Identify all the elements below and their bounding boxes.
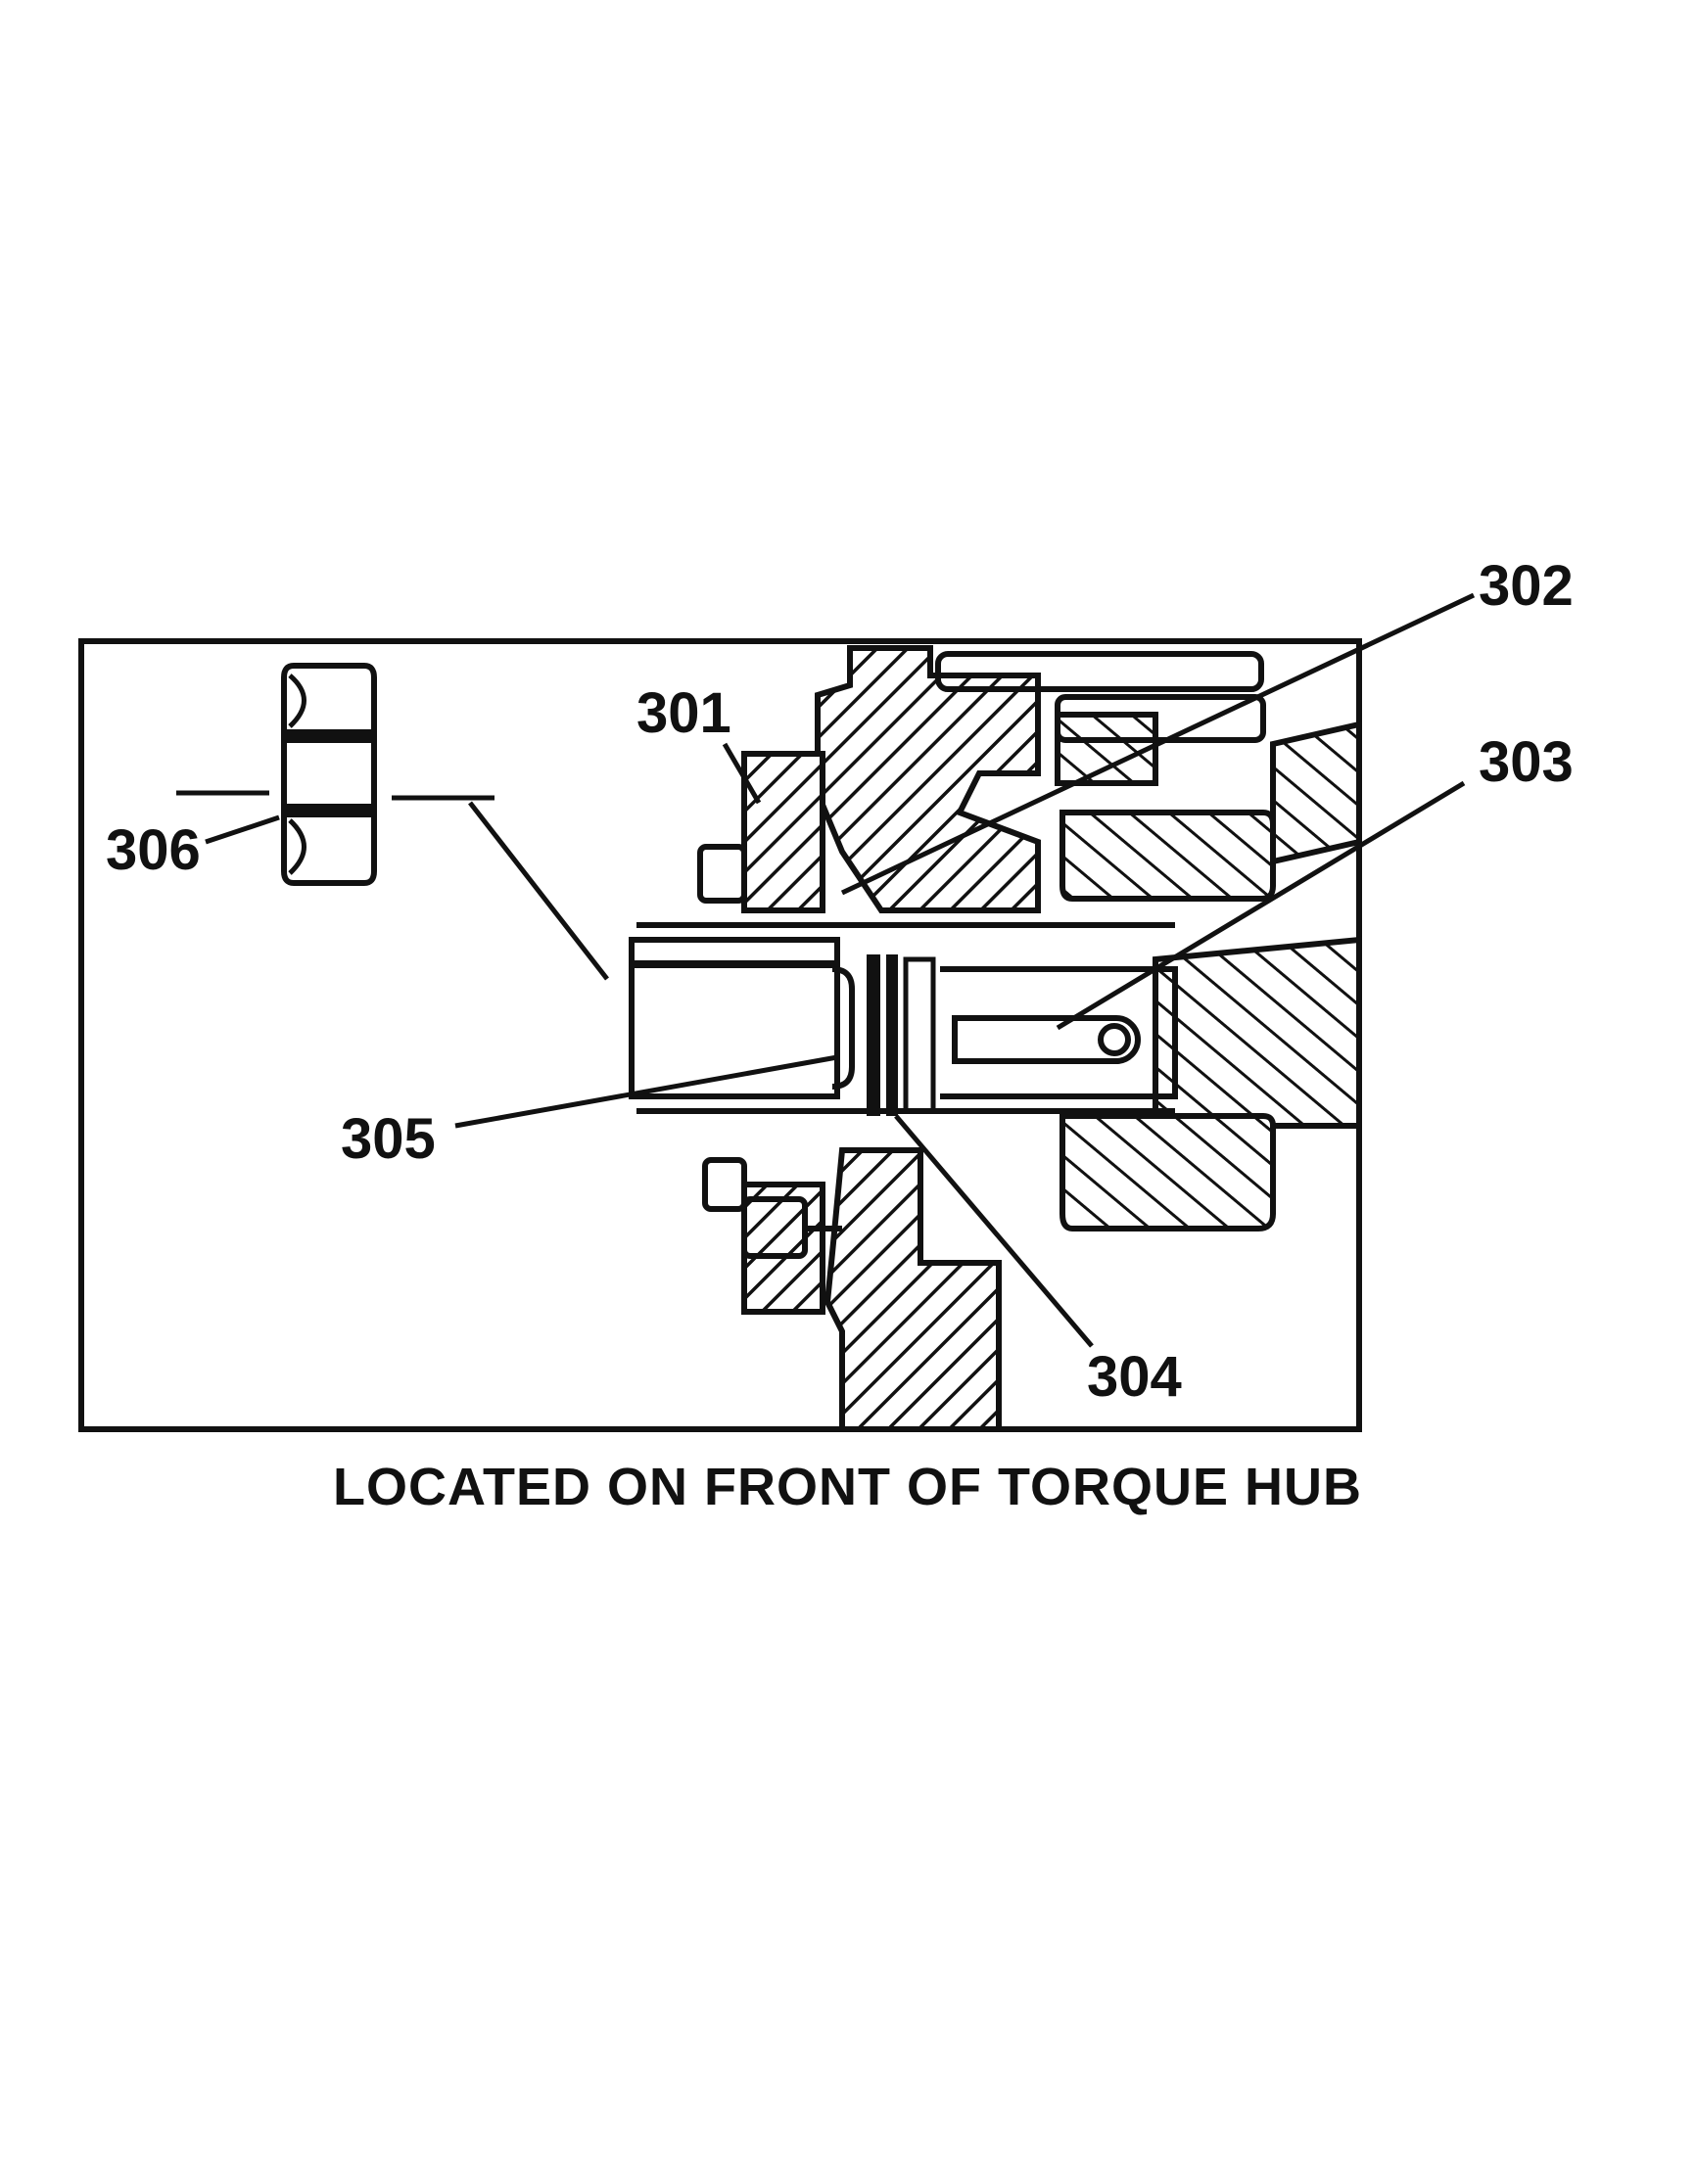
leader-301 <box>722 742 762 805</box>
hex-nut <box>281 663 377 886</box>
callout-306: 306 <box>106 818 201 882</box>
shaft-bore <box>629 922 1175 1116</box>
retaining-pin <box>940 966 1178 1099</box>
leader-306 <box>205 814 280 845</box>
callout-303: 303 <box>1479 730 1574 794</box>
figure-caption: LOCATED ON FRONT OF TORQUE HUB <box>333 1458 1362 1516</box>
leader-304 <box>894 1114 1094 1348</box>
callout-301: 301 <box>636 681 731 745</box>
leader-303 <box>1056 780 1466 1031</box>
callout-304: 304 <box>1087 1345 1182 1409</box>
callout-302: 302 <box>1479 554 1574 618</box>
callout-305: 305 <box>341 1107 436 1171</box>
leader-302 <box>840 592 1476 896</box>
leader-305 <box>454 1054 838 1129</box>
